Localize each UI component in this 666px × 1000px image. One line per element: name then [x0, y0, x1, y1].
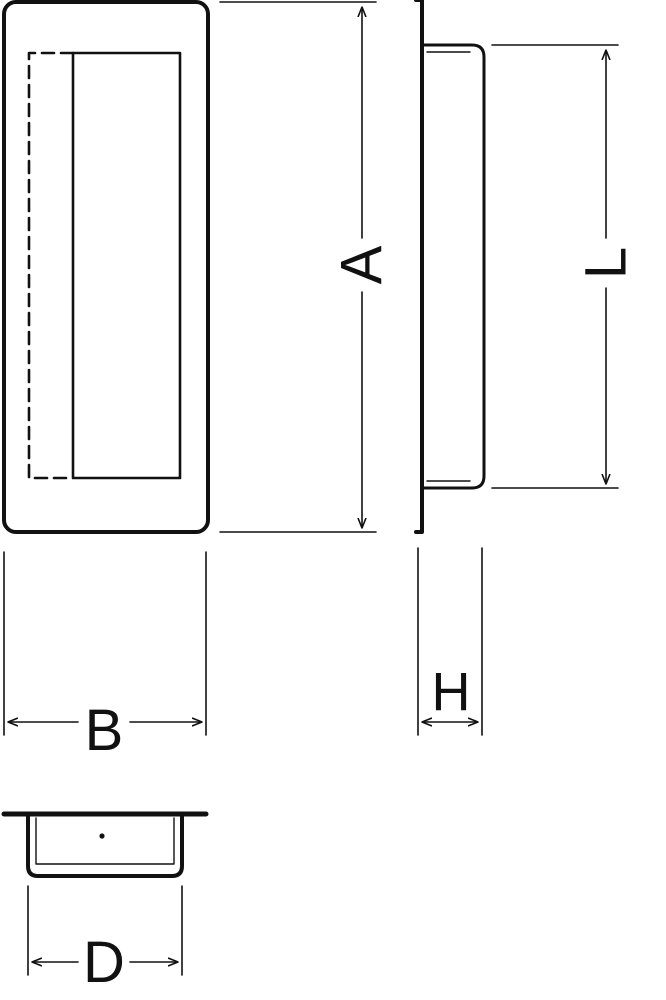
dimension-l	[491, 44, 619, 489]
label-d: D	[83, 930, 125, 995]
dimension-b	[3, 551, 207, 736]
dimension-a	[219, 1, 377, 533]
side-body	[420, 43, 486, 490]
front-view	[2, 0, 210, 534]
side-plate	[414, 0, 424, 534]
section-cup	[26, 812, 184, 878]
section-view	[1, 811, 209, 878]
front-outer-plate	[2, 0, 210, 534]
label-a: A	[330, 245, 395, 284]
dimension-d	[27, 885, 183, 976]
dimension-h	[417, 547, 483, 736]
front-hidden-edge	[27, 51, 75, 480]
label-b: B	[85, 698, 124, 763]
front-recess	[71, 51, 182, 480]
side-view	[414, 0, 486, 534]
label-l: L	[574, 247, 639, 279]
label-h: H	[432, 662, 471, 722]
center-dot	[99, 833, 105, 839]
